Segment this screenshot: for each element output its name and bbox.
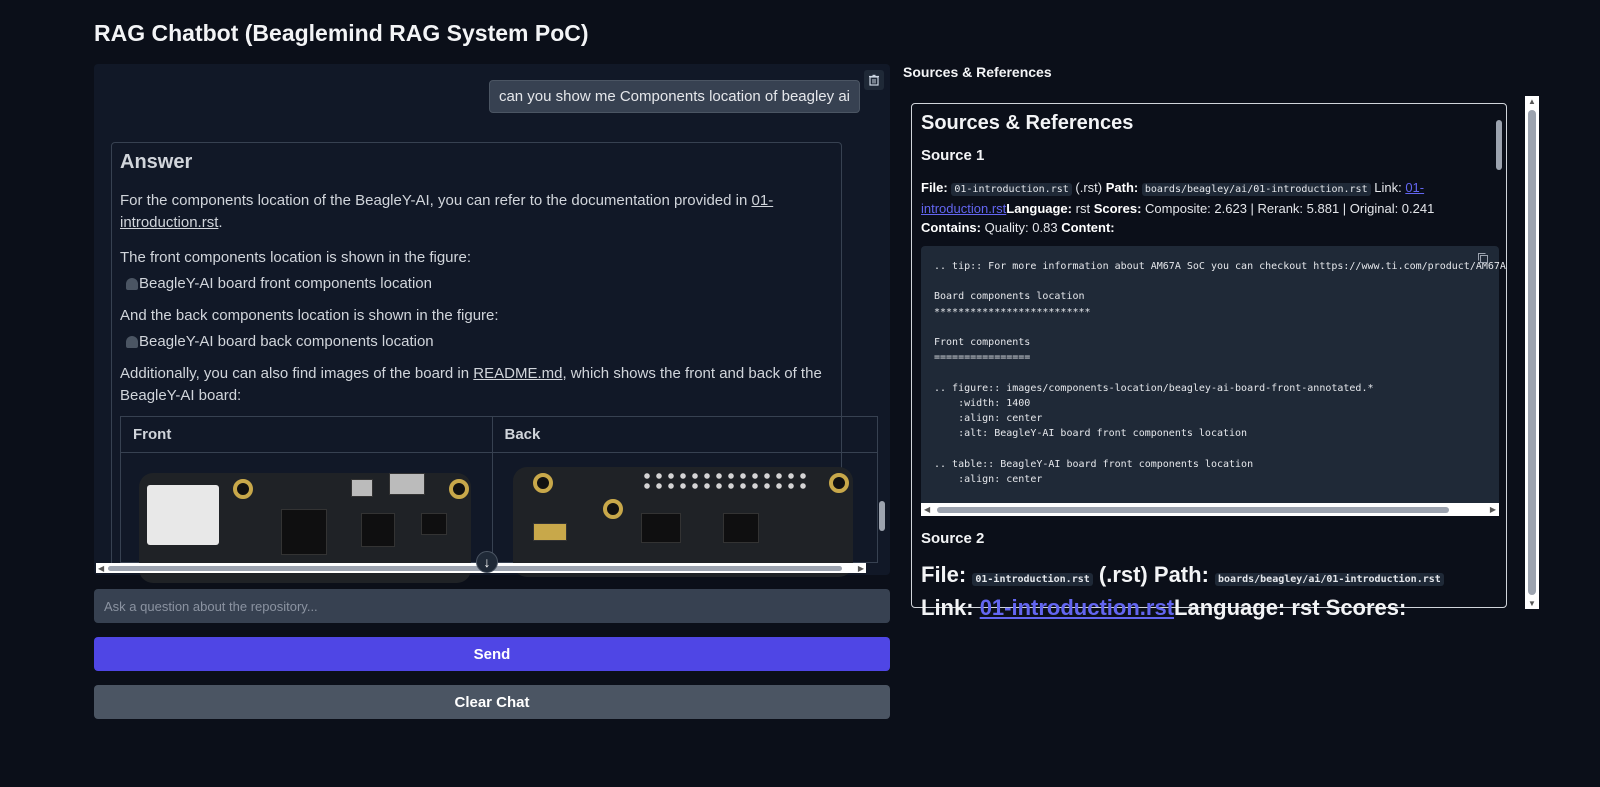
user-message: can you show me Components location of b… <box>488 80 860 113</box>
broken-image-icon <box>126 335 138 348</box>
answer-paragraph: Additionally, you can also find images o… <box>120 363 833 407</box>
link-label: Link: <box>921 595 974 620</box>
answer-heading: Answer <box>120 151 193 173</box>
sources-section-label: Sources & References <box>903 64 1052 80</box>
source-1-heading: Source 1 <box>921 147 985 164</box>
answer-text: , which shows the front and back of the … <box>120 365 822 404</box>
front-image-placeholder: BeagleY-AI board front components locati… <box>126 275 833 292</box>
image-alt-text: BeagleY-AI board back components locatio… <box>139 333 434 350</box>
chat-panel: can you show me Components location of b… <box>94 64 890 583</box>
answer-paragraph: For the components location of the Beagl… <box>120 190 833 234</box>
assistant-answer: Answer For the components location of th… <box>111 142 878 583</box>
answer-text: . <box>218 214 223 231</box>
table-header-back: Back <box>491 416 878 453</box>
path-label: Path: <box>1105 180 1139 195</box>
readme-link[interactable]: README.md <box>473 365 563 382</box>
back-board-image-cell <box>491 452 878 577</box>
content-label: Content: <box>1061 220 1115 235</box>
sources-title: Sources & References <box>921 112 1134 134</box>
file-path: boards/beagley/ai/01-introduction.rst <box>1141 183 1371 196</box>
contains-label: Contains: <box>921 220 981 235</box>
scores-label: Scores: <box>1325 595 1407 620</box>
back-image-placeholder: BeagleY-AI board back components locatio… <box>126 333 833 350</box>
scroll-down-button[interactable]: ↓ <box>476 551 498 573</box>
quality-value: Quality: 0.83 <box>984 220 1058 235</box>
language-label: Language: <box>1006 201 1072 216</box>
file-label: File: <box>921 562 967 587</box>
question-input[interactable] <box>94 589 890 623</box>
back-board-image <box>493 453 878 577</box>
app-title: RAG Chatbot (Beaglemind RAG System PoC) <box>94 20 589 46</box>
scores-label: Scores: <box>1093 201 1142 216</box>
file-path: boards/beagley/ai/01-introduction.rst <box>1215 573 1444 586</box>
file-ext: (.rst) <box>1075 180 1103 195</box>
file-ext: (.rst) <box>1098 562 1148 587</box>
send-button[interactable]: Send <box>94 637 890 671</box>
front-board-image-cell <box>120 452 493 583</box>
source-1-code-block: .. tip:: For more information about AM67… <box>921 246 1506 516</box>
answer-paragraph: And the back components location is show… <box>120 307 499 324</box>
source-2-meta: File: 01-introduction.rst (.rst) Path: b… <box>921 561 1493 622</box>
answer-paragraph: The front components location is shown i… <box>120 249 472 266</box>
answer-text: For the components location of the Beagl… <box>120 192 752 209</box>
image-alt-text: BeagleY-AI board front components locati… <box>139 275 432 292</box>
doc-link[interactable]: 01-introduction.rst <box>120 192 774 231</box>
arrow-down-icon: ↓ <box>483 554 491 570</box>
code-horizontal-scrollbar[interactable]: ◀▶ <box>921 503 1499 516</box>
table-header-front: Front <box>120 416 493 453</box>
chat-vertical-scrollbar[interactable] <box>878 68 886 571</box>
file-label: File: <box>921 180 948 195</box>
file-name: 01-introduction.rst <box>951 183 1072 196</box>
broken-image-icon <box>126 277 138 290</box>
link-label: Link: <box>1374 180 1402 195</box>
path-label: Path: <box>1153 562 1209 587</box>
sources-outer-scrollbar[interactable]: ▲▼ <box>1525 96 1539 609</box>
language-value: rst <box>1075 201 1091 216</box>
sources-panel: Sources & References Source 1 File: 01-i… <box>911 103 1507 620</box>
copy-icon[interactable] <box>1477 252 1489 264</box>
scores-value: Composite: 2.623 | Rerank: 5.881 | Origi… <box>1145 201 1435 216</box>
language-value: rst <box>1291 595 1320 620</box>
language-label: Language: <box>1174 595 1286 620</box>
answer-text: Additionally, you can also find images o… <box>120 365 474 382</box>
clear-chat-button[interactable]: Clear Chat <box>94 685 890 719</box>
source-link[interactable]: 01-introduction.rst <box>979 595 1175 620</box>
source-2-heading: Source 2 <box>921 530 985 547</box>
board-images-table: Front Back <box>120 416 878 583</box>
front-board-image <box>121 453 492 583</box>
file-name: 01-introduction.rst <box>972 573 1093 586</box>
sources-inner-scrollbar[interactable] <box>1494 106 1504 604</box>
source-code: .. tip:: For more information about AM67… <box>934 261 1506 485</box>
trash-icon[interactable] <box>864 70 884 90</box>
source-link[interactable]: 01-introduction.rst <box>921 180 1425 216</box>
source-1-meta: File: 01-introduction.rst (.rst) Path: b… <box>921 178 1493 237</box>
